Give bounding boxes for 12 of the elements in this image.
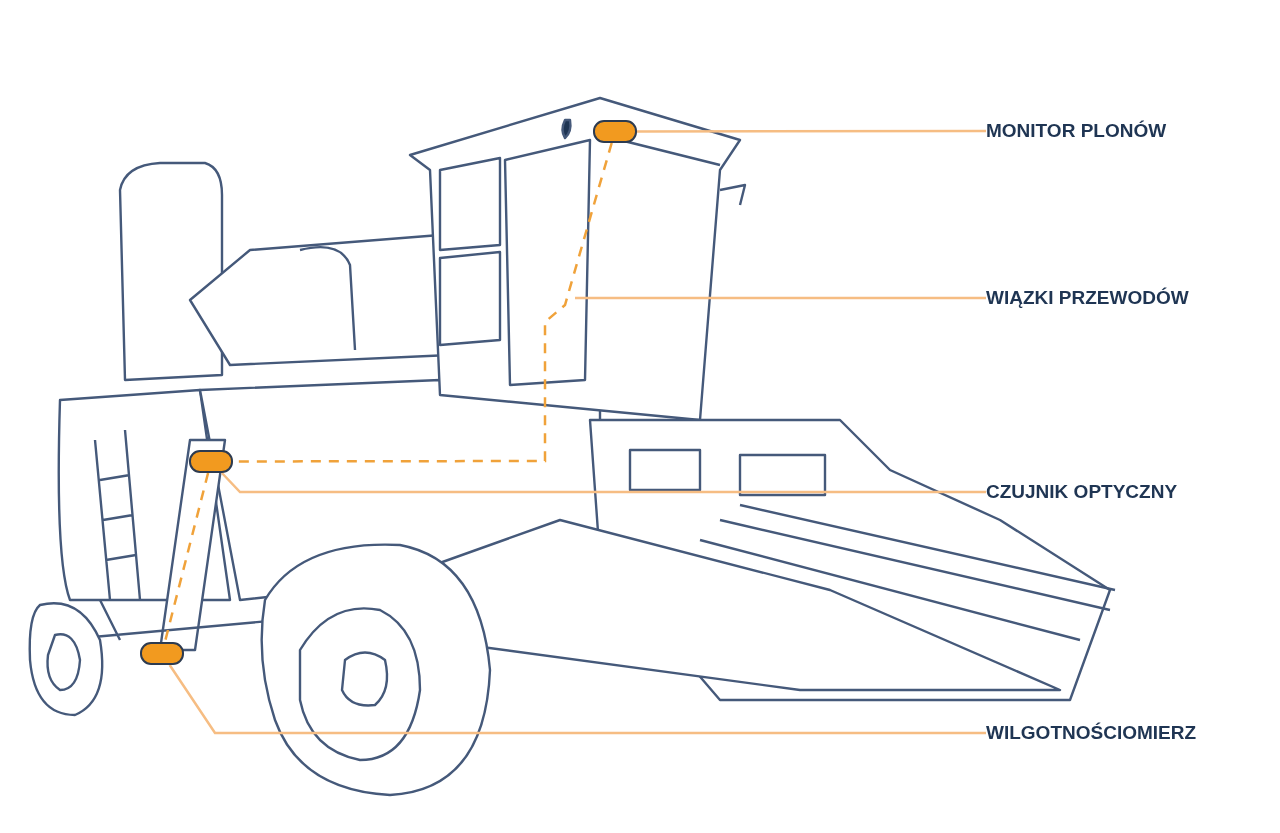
wiring-harness-line [163,472,210,643]
sensor-module [140,642,184,665]
callout-label: CZUJNIK OPTYCZNY [986,480,1178,504]
leader-line [637,129,986,133]
callout-label: MONITOR PLONÓW [986,119,1167,143]
leader-line [221,472,986,494]
callout-label: WILGOTNOŚCIOMIERZ [986,721,1197,745]
callout-label: WIĄZKI PRZEWODÓW [986,286,1189,310]
sensor-module [593,120,637,143]
sensor-module [189,450,233,473]
leader-line [168,664,986,735]
leader-line [575,296,986,300]
